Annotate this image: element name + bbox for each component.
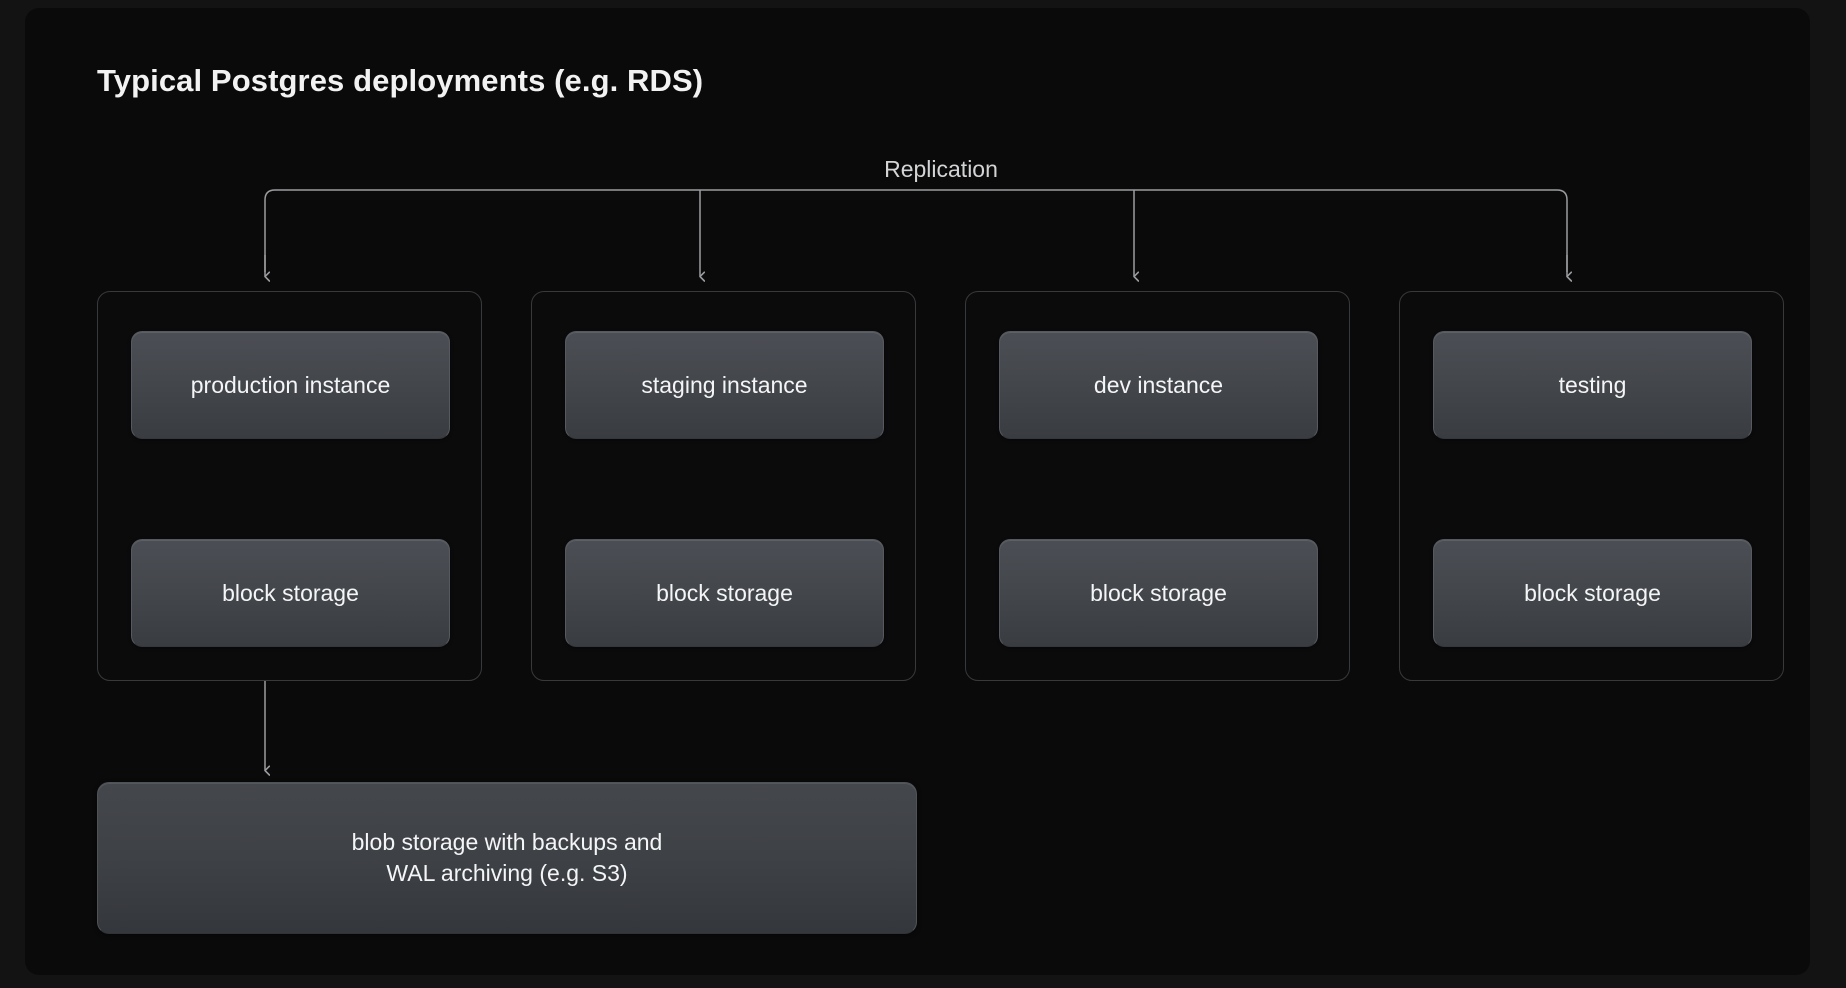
group-box-testing[interactable]: testing block storage	[1399, 291, 1784, 681]
node-dev-instance[interactable]: dev instance	[999, 331, 1318, 439]
node-staging-instance[interactable]: staging instance	[565, 331, 884, 439]
group-box-production[interactable]: production instance block storage	[97, 291, 482, 681]
node-label: block storage	[1524, 579, 1661, 606]
node-production-block-storage[interactable]: block storage	[131, 539, 450, 647]
diagram-panel: Typical Postgres deployments (e.g. RDS)	[25, 8, 1810, 975]
node-label: block storage	[1090, 579, 1227, 606]
node-label: blob storage with backups and WAL archiv…	[351, 828, 663, 886]
node-testing-block-storage[interactable]: block storage	[1433, 539, 1752, 647]
replication-arrows	[265, 190, 1567, 276]
node-label: block storage	[656, 579, 793, 606]
node-production-instance[interactable]: production instance	[131, 331, 450, 439]
node-dev-block-storage[interactable]: block storage	[999, 539, 1318, 647]
node-blob-storage[interactable]: blob storage with backups and WAL archiv…	[97, 782, 917, 934]
node-label: block storage	[222, 579, 359, 606]
page-title: Typical Postgres deployments (e.g. RDS)	[97, 63, 704, 98]
node-label: testing	[1558, 371, 1627, 398]
node-testing-instance[interactable]: testing	[1433, 331, 1752, 439]
node-staging-block-storage[interactable]: block storage	[565, 539, 884, 647]
replication-label: Replication	[884, 156, 998, 182]
replication-bus	[264, 189, 1568, 272]
node-label: dev instance	[1093, 371, 1224, 398]
group-box-staging[interactable]: staging instance block storage	[531, 291, 916, 681]
node-label: staging instance	[641, 371, 808, 398]
node-label: production instance	[190, 371, 391, 398]
group-box-dev[interactable]: dev instance block storage	[965, 291, 1350, 681]
